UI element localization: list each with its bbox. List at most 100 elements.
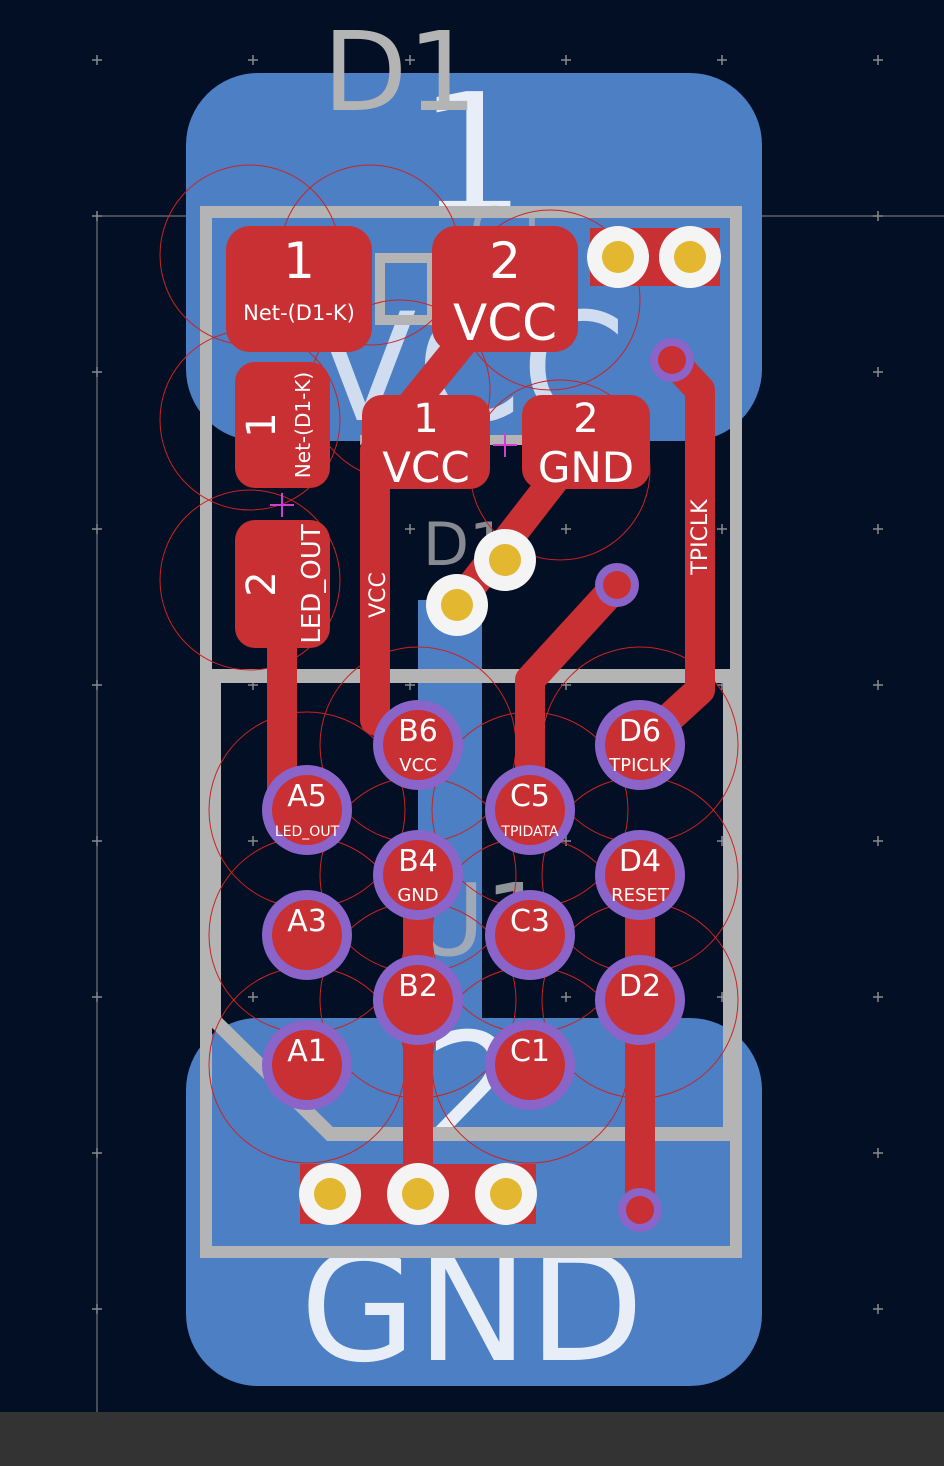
grid-cross bbox=[873, 55, 883, 65]
c1-pad-2-number: 2 bbox=[489, 232, 521, 290]
bga-pad-net: RESET bbox=[611, 885, 670, 906]
grid-cross bbox=[405, 55, 415, 65]
d1-pad-1-net: Net-(D1-K) bbox=[243, 301, 355, 325]
c1-pad-2 bbox=[432, 226, 578, 352]
bga-pad-copper bbox=[495, 1030, 565, 1100]
c2-pad-2-net: GND bbox=[538, 443, 634, 492]
bga-pad-a3: A3 bbox=[262, 890, 352, 980]
courtyard-circle bbox=[159, 489, 341, 671]
via-center bbox=[626, 1196, 654, 1224]
bga-pad-b2: B2 bbox=[373, 955, 463, 1045]
d1-pad-1-number: 1 bbox=[283, 232, 315, 290]
grid-cross bbox=[561, 55, 571, 65]
bga-pad-net: VCC bbox=[399, 755, 436, 776]
through-hole-drill bbox=[441, 589, 473, 621]
r1-pad-2 bbox=[235, 520, 330, 648]
bga-pad-copper bbox=[605, 840, 675, 910]
anchor-marker bbox=[493, 433, 517, 457]
ref-d1: D1 bbox=[323, 8, 478, 136]
bga-pad-name: D6 bbox=[619, 714, 661, 749]
bga-pad-copper bbox=[605, 710, 675, 780]
through-hole bbox=[659, 226, 721, 288]
pcb-canvas[interactable]: 1 2 GND VCC D1 C1 D1 U1 1 bbox=[0, 0, 944, 1412]
bga-pad-copper bbox=[272, 1030, 342, 1100]
bga-pad-net: TPIDATA bbox=[500, 824, 559, 840]
r1-pad-2-number: 2 bbox=[239, 571, 285, 596]
bga-pad-c3: C3 bbox=[485, 890, 575, 980]
bga-pad-copper bbox=[272, 775, 342, 845]
smd-pad-layer bbox=[226, 226, 650, 648]
through-hole-drill bbox=[674, 241, 706, 273]
trace-tpidata bbox=[515, 570, 632, 820]
grid-cross bbox=[873, 836, 883, 846]
c1-pad-2-net: VCC bbox=[453, 294, 557, 352]
bga-pad-name: A1 bbox=[287, 1034, 327, 1069]
grid-cross bbox=[717, 524, 727, 534]
via-center bbox=[658, 346, 686, 374]
bga-pad-net: LED_OUT bbox=[275, 824, 340, 840]
bga-pad-c1: C1 bbox=[485, 1020, 575, 1110]
bga-pad-net: TPICLK bbox=[608, 755, 672, 776]
through-hole bbox=[387, 1163, 449, 1225]
bga-pad-name: D4 bbox=[619, 844, 661, 879]
bga-pad-layer: B6VCCD6TPICLKA5LED_OUTC5TPIDATAB4GNDD4RE… bbox=[262, 700, 685, 1110]
grid-cross bbox=[873, 524, 883, 534]
through-hole-drill bbox=[489, 544, 521, 576]
through-hole-drill bbox=[314, 1178, 346, 1210]
via bbox=[650, 338, 694, 382]
bga-pad-name: B6 bbox=[398, 714, 438, 749]
grid-cross bbox=[248, 992, 258, 1002]
bga-pad-copper bbox=[383, 840, 453, 910]
grid-cross bbox=[717, 55, 727, 65]
r1-pad-1-net: Net-(D1-K) bbox=[291, 372, 315, 478]
bga-pad-name: D2 bbox=[619, 969, 661, 1004]
through-hole-drill bbox=[602, 241, 634, 273]
anchor-marker bbox=[270, 493, 294, 517]
grid-cross bbox=[873, 1304, 883, 1314]
bga-pad-d2: D2 bbox=[595, 955, 685, 1045]
bga-pad-name: A3 bbox=[287, 904, 327, 939]
c2-pad-1-number: 1 bbox=[413, 396, 438, 442]
bga-pad-copper bbox=[495, 900, 565, 970]
grid-cross bbox=[248, 55, 258, 65]
bga-pad-a1: A1 bbox=[262, 1020, 352, 1110]
bga-pad-name: C1 bbox=[510, 1034, 550, 1069]
bga-pad-name: A5 bbox=[287, 779, 327, 814]
through-hole-drill bbox=[402, 1178, 434, 1210]
grid-cross bbox=[873, 367, 883, 377]
grid-cross bbox=[561, 524, 571, 534]
trace-vcc-label: VCC bbox=[366, 572, 391, 618]
grid-cross bbox=[561, 992, 571, 1002]
status-bar bbox=[0, 1412, 944, 1466]
via-layer bbox=[299, 226, 721, 1232]
smd-pad-labels: 1 Net-(D1-K) 2 VCC 1 Net-(D1-K) 2 LED_OU… bbox=[239, 232, 713, 644]
bga-pad-copper bbox=[383, 965, 453, 1035]
grid-cross bbox=[92, 55, 102, 65]
d1-pad-1 bbox=[226, 226, 372, 352]
r1-pad-1 bbox=[235, 362, 330, 488]
bga-pad-copper bbox=[605, 965, 675, 1035]
via-center bbox=[603, 571, 631, 599]
grid-cross bbox=[405, 524, 415, 534]
c2-pad-1 bbox=[362, 395, 490, 489]
bga-pad-copper bbox=[383, 710, 453, 780]
pcb-drawing: 1 2 GND VCC D1 C1 D1 U1 1 bbox=[0, 0, 944, 1412]
bga-pad-copper bbox=[495, 775, 565, 845]
through-hole-drill bbox=[490, 1178, 522, 1210]
marker-layer bbox=[270, 433, 517, 517]
through-hole bbox=[475, 1163, 537, 1225]
c2-pad-2-number: 2 bbox=[573, 396, 598, 442]
trace-tpiclk-label: TPICLK bbox=[688, 499, 713, 576]
c2-pad-2 bbox=[522, 395, 650, 489]
bga-pad-copper bbox=[272, 900, 342, 970]
bga-pad-net: GND bbox=[397, 885, 438, 906]
through-hole bbox=[587, 226, 649, 288]
bga-pad-name: C5 bbox=[510, 779, 550, 814]
bga-pad-name: C3 bbox=[510, 904, 550, 939]
via bbox=[595, 563, 639, 607]
